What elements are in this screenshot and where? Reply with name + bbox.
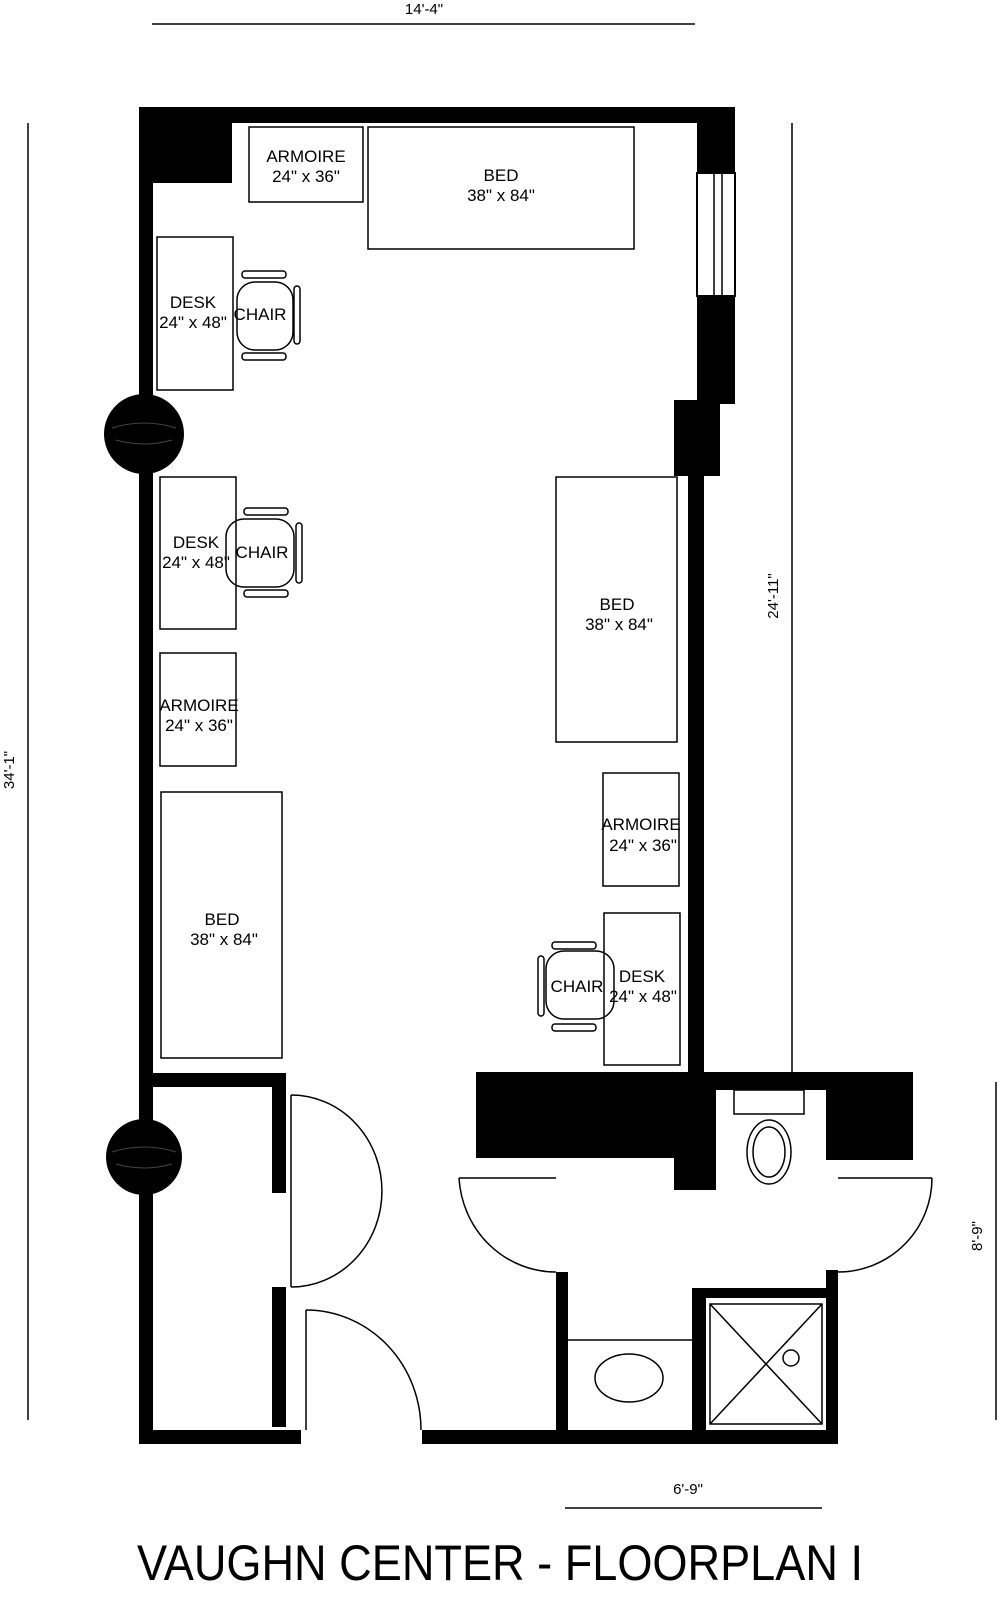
bed-size: 38" x 84" [585,615,653,634]
shower [709,1303,823,1425]
armoire-size: 24" x 36" [165,716,233,735]
window [696,172,736,297]
desk-label: DESK [173,533,220,552]
chair-label: CHAIR [234,305,287,324]
bed-size: 38" x 84" [190,930,258,949]
armoire-size: 24" x 36" [609,836,677,855]
bath-width-dimension: 6'-9" [673,1481,703,1498]
armoire-right: ARMOIRE 24" x 36" [601,772,681,887]
bed-size: 38" x 84" [467,186,535,205]
top-width-dimension: 14'-4" [405,1,443,18]
desk-middle-left: DESK 24" x 48" [159,476,237,630]
chair-middle-left: CHAIR [225,507,303,598]
desk-label: DESK [170,293,217,312]
chair-label: CHAIR [236,543,289,562]
bed-label: BED [600,595,635,614]
chair-right: CHAIR [537,941,615,1032]
dimension-lines [27,23,997,1509]
armoire-label: ARMOIRE [266,147,345,166]
desk-size: 24" x 48" [159,313,227,332]
desk-label: DESK [619,967,666,986]
bed-top: BED 38" x 84" [367,126,635,250]
armoire-middle-left: ARMOIRE 24" x 36" [159,652,239,767]
desk-size: 24" x 48" [609,987,677,1006]
chair-upper-left: CHAIR [234,270,301,361]
bed-lower-left: BED 38" x 84" [160,791,283,1059]
armoire-label: ARMOIRE [601,815,680,834]
column-pillars [104,394,184,1195]
shower-drain [782,1349,800,1367]
walls [139,107,913,1444]
armoire-label: ARMOIRE [159,696,238,715]
sink-bowl [594,1353,664,1403]
armoire-size: 24" x 36" [272,167,340,186]
bed-label: BED [484,166,519,185]
desk-size: 24" x 48" [162,553,230,572]
right-height-dimension: 24'-11" [765,573,782,618]
armoire-top: ARMOIRE 24" x 36" [248,126,364,203]
bed-label: BED [205,910,240,929]
bath-height-dimension: 8'-9" [969,1221,986,1251]
bed-right: BED 38" x 84" [555,476,678,743]
desk-right: DESK 24" x 48" [603,912,681,1066]
desk-upper-left: DESK 24" x 48" [156,236,234,391]
doors [290,1094,933,1431]
left-height-dimension: 34'-1" [1,751,18,789]
page-title: VAUGHN CENTER - FLOORPLAN I [137,1535,863,1591]
toilet-bowl [746,1119,792,1185]
bathroom-fixtures [568,1089,823,1425]
toilet-tank [733,1089,805,1115]
chair-label: CHAIR [551,977,604,996]
